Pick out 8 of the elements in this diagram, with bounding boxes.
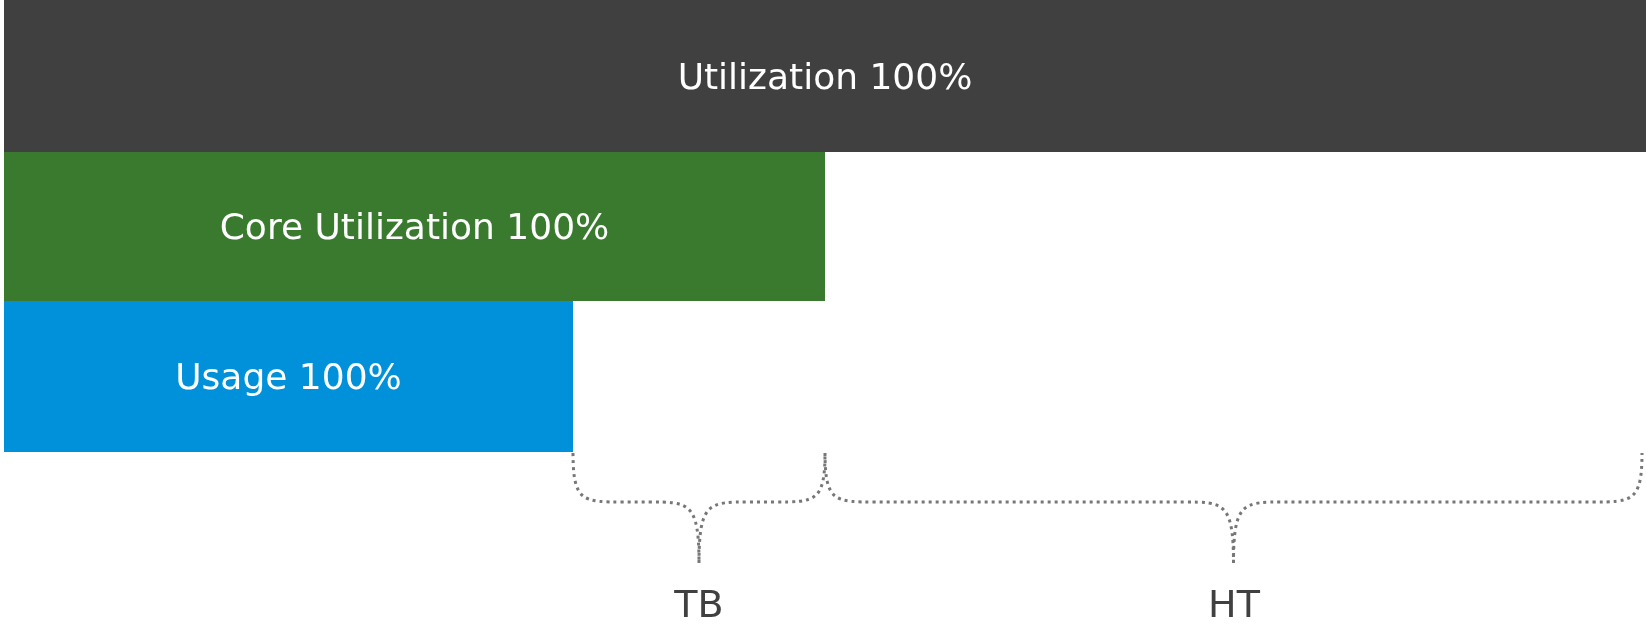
bracket-label: TB [674, 582, 724, 626]
bracket-label: HT [1208, 582, 1260, 626]
bar-label: Utilization 100% [677, 55, 973, 97]
bar-label: Usage 100% [175, 356, 402, 397]
bar [4, 0, 1646, 152]
bar-label: Core Utilization 100% [219, 206, 610, 247]
bar [4, 301, 573, 452]
bar [4, 152, 825, 301]
